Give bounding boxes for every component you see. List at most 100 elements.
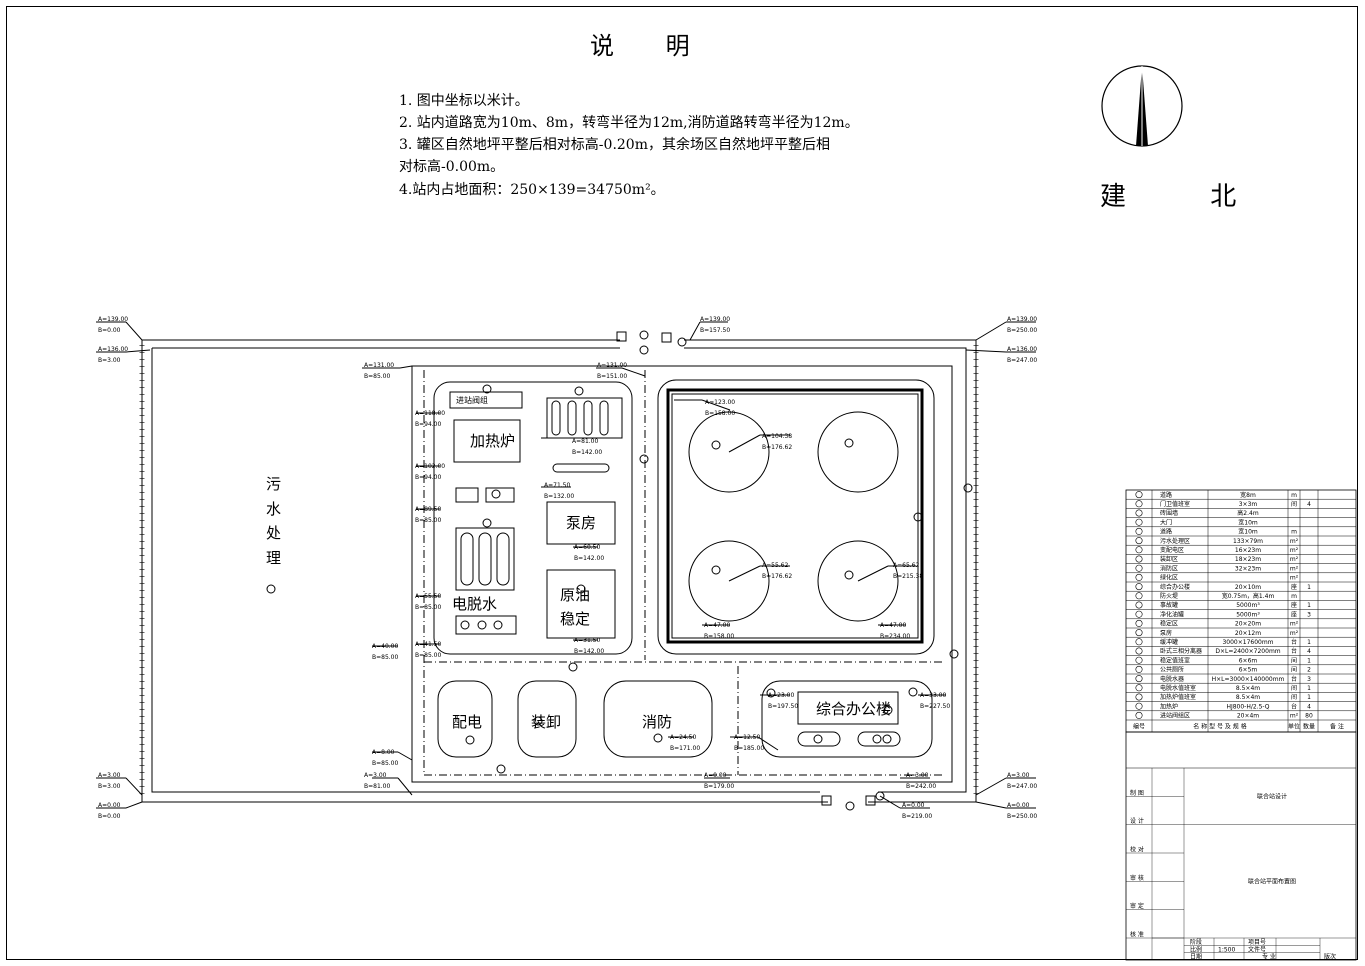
legend-symbol-icon	[1135, 656, 1143, 664]
legend-name: 卧式三相分离器	[1160, 647, 1202, 655]
legend-qty: 80	[1305, 713, 1313, 720]
coord-a: A=47.00	[880, 622, 906, 629]
legend-name: 绿化区	[1160, 574, 1178, 582]
note-line-4: 对标高-0.00m。	[399, 159, 505, 175]
legend-spec: 20×4m	[1237, 713, 1259, 720]
coord-a: A=0.00	[1007, 802, 1030, 809]
legend-unit: m²	[1290, 547, 1299, 554]
coord-a: A=0.00	[98, 802, 121, 809]
coord-a: A=3.00	[364, 772, 387, 779]
coord-a: A=136.00	[1007, 346, 1037, 353]
coord-b: B=151.00	[597, 373, 627, 380]
legend-symbol-icon	[1135, 629, 1143, 637]
legend-symbol-icon	[1135, 546, 1143, 554]
legend-name: 事故罐	[1160, 601, 1178, 609]
legend-qty: 1	[1307, 602, 1311, 609]
coord-a: A=24.50	[670, 734, 696, 741]
notes-title: 说 明	[590, 32, 712, 60]
legend-name: 综合办公楼	[1160, 583, 1190, 591]
note-line-5: 4.站内占地面积：250×139=34750m²。	[399, 182, 665, 198]
title-role: 核 准	[1130, 931, 1144, 939]
scale-label: 比例	[1190, 945, 1202, 953]
legend-name: 加热炉值班室	[1160, 693, 1196, 701]
legend-unit: 间	[1291, 684, 1297, 692]
coord-b: B=132.00	[544, 493, 574, 500]
coord-a: A=131.00	[597, 362, 627, 369]
office-label: 综合办公楼	[816, 700, 891, 718]
coord-a: A=65.62	[893, 562, 919, 569]
title-role: 制 图	[1130, 789, 1144, 797]
legend-qty: 1	[1307, 694, 1311, 701]
legend-symbol-icon	[1135, 583, 1143, 591]
legend-name: 公共厕所	[1160, 666, 1184, 674]
legend-header-unit: 单位	[1288, 723, 1300, 731]
legend-qty: 3	[1307, 611, 1311, 618]
legend-unit: m	[1291, 492, 1297, 499]
stage-label: 阶段	[1190, 938, 1202, 946]
pump-house-label: 泵房	[566, 514, 596, 532]
coord-a: A=55.62	[762, 562, 788, 569]
coord-a: A=3.00	[1007, 772, 1030, 779]
legend-spec: 18×23m	[1235, 556, 1261, 563]
title-role: 设 计	[1130, 817, 1144, 825]
legend-name: 大门	[1160, 518, 1172, 526]
drawing-name: 联合站平面布置图	[1248, 877, 1296, 885]
sewage-label-1: 污	[266, 475, 281, 493]
legend-unit: m²	[1290, 630, 1299, 637]
coord-a: A=89.50	[415, 506, 441, 513]
coord-a: A=0.00	[704, 772, 727, 779]
coord-b: B=227.50	[920, 703, 950, 710]
major-label: 专 业	[1262, 953, 1276, 961]
legend-spec: 宽10m	[1238, 518, 1258, 526]
legend-spec: HJ800-H/2.5-Q	[1226, 703, 1269, 710]
legend-unit: 台	[1291, 638, 1297, 646]
coord-b: B=250.00	[1007, 327, 1037, 334]
coord-a: A=131.00	[364, 362, 394, 369]
coord-b: B=85.00	[415, 604, 442, 611]
coord-a: A=81.00	[572, 438, 598, 445]
legend-unit: 间	[1291, 500, 1297, 508]
project-name: 联合站设计	[1257, 792, 1287, 800]
legend-symbol-icon	[1135, 500, 1143, 508]
legend-spec: 6×6m	[1239, 657, 1258, 664]
note-line-2: 2. 站内道路宽为10m、8m，转弯半径为12m,消防道路转弯半径为12m。	[399, 115, 859, 131]
legend-symbol-icon	[1135, 675, 1143, 683]
legend-qty: 3	[1307, 676, 1311, 683]
coord-b: B=142.00	[574, 555, 604, 562]
legend-name: 稳定值班室	[1160, 656, 1190, 664]
legend-unit: 台	[1291, 702, 1297, 710]
legend-header-no: 编号	[1133, 723, 1145, 731]
legend-name: 污水处理区	[1160, 537, 1190, 545]
sheet-border	[6, 6, 1358, 960]
legend-symbol-icon	[1135, 592, 1143, 600]
coord-b: B=179.00	[704, 783, 734, 790]
legend-spec: 宽8m	[1240, 491, 1256, 499]
legend-spec: 6×5m	[1239, 667, 1258, 674]
date-label: 日期	[1190, 953, 1202, 961]
coord-a: A=139.00	[700, 316, 730, 323]
sewage-label-2: 水	[266, 500, 281, 518]
legend-unit: m	[1291, 529, 1297, 536]
item-no-label: 项目号	[1248, 939, 1266, 946]
coord-a: A=71.50	[544, 482, 570, 489]
legend-name: 消防区	[1160, 564, 1178, 572]
legend-qty: 4	[1307, 703, 1311, 710]
coord-b: B=3.00	[98, 357, 121, 364]
title-role: 校 对	[1130, 846, 1144, 854]
coord-b: B=185.00	[734, 745, 764, 752]
coord-a: A=3.00	[906, 772, 929, 779]
coord-a: A=0.00	[902, 802, 925, 809]
legend-unit: 台	[1291, 647, 1297, 655]
coord-b: B=157.50	[700, 327, 730, 334]
legend-name: 道路	[1160, 491, 1172, 499]
legend-spec: 5000m³	[1236, 611, 1260, 618]
legend-symbol-icon	[1135, 509, 1143, 517]
legend-unit: 台	[1291, 675, 1297, 683]
coord-b: B=142.00	[574, 648, 604, 655]
coord-b: B=3.00	[98, 783, 121, 790]
legend-unit: m²	[1290, 713, 1299, 720]
coord-a: A=139.00	[98, 316, 128, 323]
legend-spec: 宽0.75m，高1.4m	[1222, 592, 1275, 600]
legend-qty: 2	[1307, 667, 1311, 674]
legend-name: 装卸区	[1160, 555, 1178, 563]
